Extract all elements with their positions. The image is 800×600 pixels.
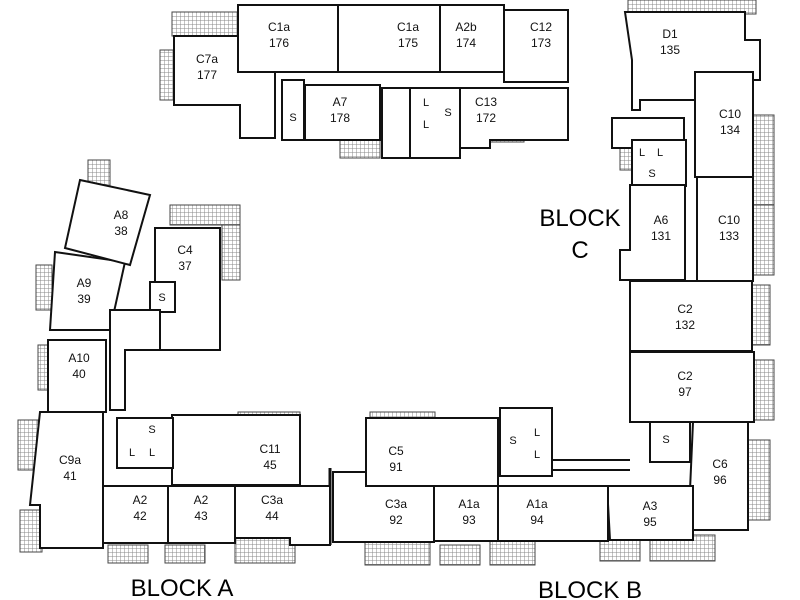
unit-number: 173 (531, 36, 551, 50)
stair-label: S (648, 168, 655, 180)
unit-number: 96 (713, 473, 727, 487)
unit-number: 94 (530, 513, 544, 527)
unit-number: 178 (330, 111, 350, 125)
unit-number: 41 (63, 469, 77, 483)
unit-number: 132 (675, 318, 695, 332)
unit-type: C5 (388, 444, 404, 458)
stair-label: S (509, 435, 516, 447)
unit-number: 92 (389, 513, 403, 527)
unit-type: D1 (662, 27, 678, 41)
unit-number: 91 (389, 460, 403, 474)
unit-type: C11 (259, 442, 280, 456)
unit-type: A7 (333, 95, 348, 109)
unit-number: 37 (178, 259, 192, 273)
unit-type: A8 (114, 208, 129, 222)
unit-type: C2 (677, 302, 693, 316)
unit-type: C4 (177, 243, 193, 257)
lift-label: L (534, 449, 540, 461)
unit-type: A2 (133, 493, 148, 507)
stair-label: S (148, 424, 155, 436)
unit-type: A1a (458, 497, 480, 511)
unit-type: C9a (59, 453, 81, 467)
block-a-label: BLOCK A (131, 575, 234, 600)
block-b-label: BLOCK B (538, 577, 642, 600)
stair-label: S (444, 107, 451, 119)
unit-type: C3a (261, 493, 283, 507)
lift-label: L (129, 447, 135, 459)
unit-type: C12 (530, 20, 552, 34)
lift-label: L (639, 147, 645, 159)
unit-type: C13 (475, 95, 497, 109)
unit-number: 40 (72, 367, 86, 381)
unit-type: A3 (643, 499, 658, 513)
unit-type: C10 (719, 107, 741, 121)
unit-type: A1a (526, 497, 548, 511)
unit-type: C2 (677, 369, 693, 383)
block-c-units (173, 4, 761, 541)
block-c-label-letter: C (571, 237, 588, 264)
unit-number: 135 (660, 43, 680, 57)
unit-type: C1a (397, 20, 419, 34)
unit-number: 134 (720, 123, 740, 137)
unit-number: 175 (398, 36, 418, 50)
unit-type: A2b (455, 20, 477, 34)
block-b-units (328, 407, 630, 545)
block-labels: BLOCK C BLOCK A BLOCK B (131, 205, 642, 600)
block-a-units (28, 178, 331, 549)
unit-number: 95 (643, 515, 657, 529)
stair-label: S (662, 434, 669, 446)
unit-number: 177 (197, 68, 217, 82)
unit-type: A6 (654, 213, 669, 227)
lift-label: L (534, 427, 540, 439)
unit-labels: C1a 176 C1a 175 A2b 174 C12 173 C7a 177 … (59, 20, 741, 529)
unit-number: 38 (114, 224, 128, 238)
lift-label: L (149, 447, 155, 459)
unit-number: 93 (462, 513, 476, 527)
lift-label: L (423, 97, 429, 109)
unit-number: 172 (476, 111, 496, 125)
unit-type: C6 (712, 457, 728, 471)
unit-number: 131 (651, 229, 671, 243)
unit-type: A2 (194, 493, 209, 507)
lift-label: L (657, 147, 663, 159)
unit-type: C3a (385, 497, 407, 511)
unit-type: C7a (196, 52, 218, 66)
unit-type: C10 (718, 213, 740, 227)
unit-number: 176 (269, 36, 289, 50)
unit-type: C1a (268, 20, 290, 34)
unit-number: 174 (456, 36, 476, 50)
stair-label: S (158, 292, 165, 304)
unit-type: A9 (77, 276, 92, 290)
stair-label: S (289, 112, 296, 124)
unit-number: 97 (678, 385, 692, 399)
unit-number: 39 (77, 292, 91, 306)
unit-type: A10 (68, 351, 90, 365)
lift-label: L (423, 119, 429, 131)
core-labels: S L L S L L S S S L L S L L S (129, 97, 670, 461)
unit-number: 133 (719, 229, 739, 243)
unit-number: 42 (133, 509, 147, 523)
unit-number: 45 (263, 458, 277, 472)
unit-number: 43 (194, 509, 208, 523)
unit-number: 44 (265, 509, 279, 523)
block-c-label: BLOCK (539, 205, 620, 232)
